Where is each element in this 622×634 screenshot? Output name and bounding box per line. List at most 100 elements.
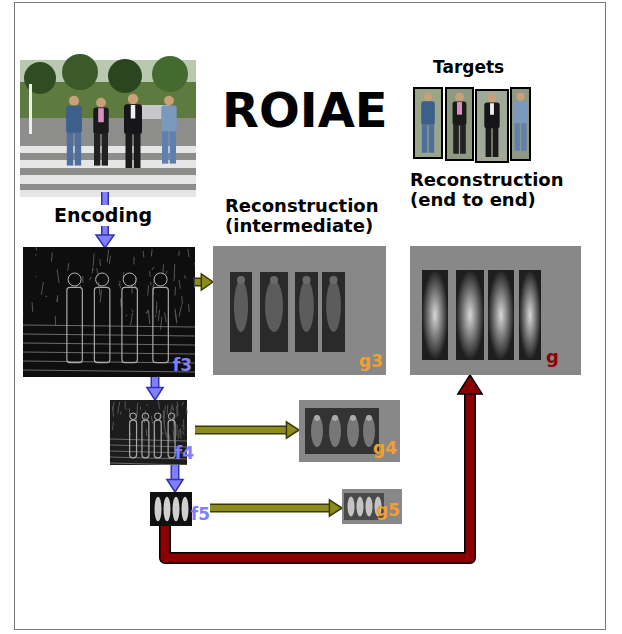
graphic-part [453, 101, 467, 125]
graphic-part [23, 343, 195, 345]
graphic-part [93, 108, 108, 135]
graphic-part [330, 276, 338, 284]
connector-outline [165, 394, 470, 558]
graphic-part [99, 259, 101, 266]
connector-arrow [195, 422, 299, 438]
graphic-part [348, 497, 355, 517]
graphic-part [110, 463, 187, 465]
pedestrian [161, 96, 176, 164]
connector-arrow [147, 377, 163, 400]
target-frame [511, 88, 530, 160]
connector-arrow [165, 375, 482, 558]
graphic-part [150, 492, 192, 526]
pedestrian [484, 94, 499, 157]
graphic-part [260, 272, 288, 352]
graphic-part [146, 429, 148, 436]
graphic-part [98, 282, 100, 296]
graphic-part [119, 281, 121, 282]
arrow-head [96, 235, 114, 248]
graphic-part [156, 302, 157, 314]
connector-line [210, 505, 329, 511]
graphic-part [162, 264, 164, 274]
graphic-part [178, 251, 180, 256]
graphic-part [118, 402, 120, 414]
node-image [422, 270, 541, 360]
arrow-head [329, 500, 342, 516]
graphic-part [303, 276, 311, 284]
reconstruction-panel: Reconstruction (intermediate)g3 [213, 246, 386, 375]
graphic-part [168, 413, 175, 420]
input-photo [20, 54, 196, 197]
graphic-part [130, 420, 137, 458]
connector-outline [195, 278, 201, 287]
pedestrian [514, 93, 527, 151]
graphic-part [161, 106, 176, 133]
graphic-part [57, 295, 58, 301]
graphic-part [422, 270, 448, 360]
graphic-part [126, 409, 127, 410]
graphic-part [154, 273, 167, 286]
graphic-part [143, 251, 145, 258]
graphic-part [460, 125, 466, 154]
graphic-part [100, 289, 101, 302]
graphic-part [55, 316, 56, 326]
graphic-part [180, 429, 182, 439]
graphic-part [107, 249, 109, 262]
graphic-part [109, 256, 110, 264]
graphic-part [125, 401, 126, 409]
graphic-part [36, 247, 37, 250]
graphic-part [45, 296, 47, 298]
map-label: g [546, 347, 559, 367]
graphic-part [75, 132, 81, 165]
map-label: g5 [376, 501, 400, 520]
panel-heading: Reconstruction (end to end) [410, 170, 586, 210]
graphic-part [347, 415, 359, 447]
graphic-part [163, 410, 165, 415]
graphic-part [23, 325, 195, 327]
graphic-part [147, 285, 149, 296]
graphic-part [177, 402, 178, 406]
graphic-part [326, 280, 341, 332]
graphic-part [176, 424, 177, 436]
map-label: g4 [373, 439, 397, 458]
feature-map: f3 [23, 247, 195, 377]
graphic-part [142, 413, 149, 420]
graphic-part [131, 105, 136, 119]
tree [108, 59, 142, 93]
arrow-head [458, 375, 482, 394]
graphic-part [161, 317, 162, 330]
graphic-part [234, 280, 248, 332]
graphic-part [57, 269, 59, 283]
arrow-head [286, 422, 299, 438]
graphic-part [424, 93, 433, 102]
pedestrian [93, 98, 108, 166]
graphic-part [173, 497, 180, 521]
map-label: f4 [175, 444, 194, 463]
graphic-part [23, 334, 195, 336]
connector-outline [171, 465, 180, 479]
graphic-part [158, 310, 160, 321]
graphic-part [148, 310, 149, 324]
graphic-part [164, 96, 174, 106]
graphic-part [514, 101, 527, 124]
tree [62, 54, 98, 90]
graphic-part [357, 497, 364, 517]
target-frame [446, 88, 473, 160]
graphic-part [311, 415, 323, 447]
node-image [305, 408, 379, 454]
graphic-part [493, 128, 499, 157]
graphic-part [456, 270, 484, 360]
graphic-part [175, 309, 177, 322]
graphic-part [332, 415, 338, 421]
target-frame [476, 90, 508, 162]
graphic-part [179, 280, 180, 289]
connector-line [172, 465, 178, 479]
graphic-part [23, 352, 195, 354]
arrow-head [201, 274, 213, 290]
graphic-part [146, 311, 148, 313]
graphic-part [23, 313, 24, 316]
graphic-part [153, 287, 168, 362]
graphic-part [134, 134, 141, 169]
graphic-part [168, 420, 175, 458]
graphic-part [82, 276, 83, 283]
